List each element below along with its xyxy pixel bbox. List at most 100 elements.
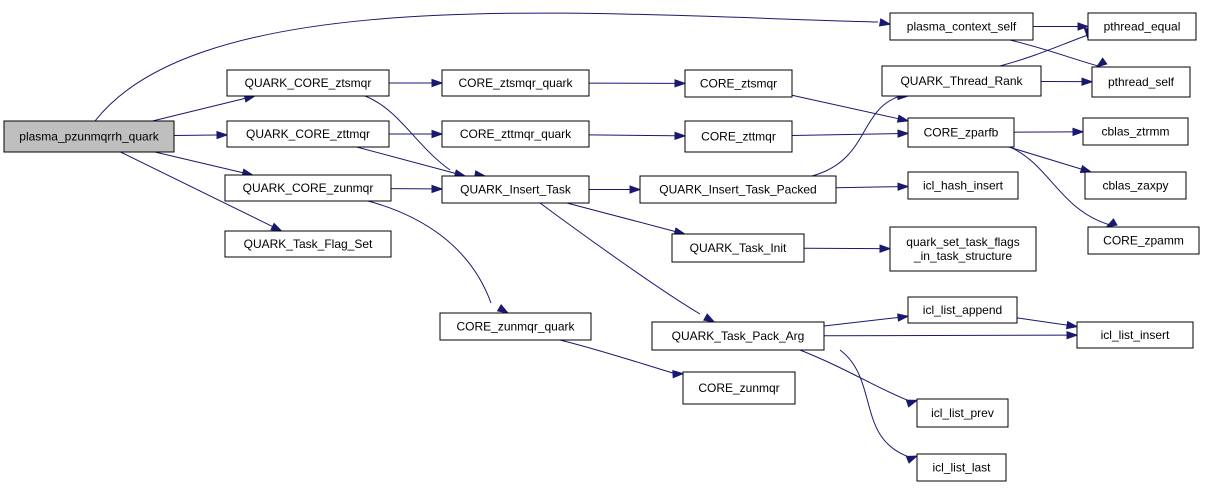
node-box	[671, 233, 805, 263]
node-pthread-equal[interactable]: pthread_equal	[1087, 12, 1197, 41]
edge-core_zttmqr-to-core_zparfb	[791, 129, 910, 138]
edge-root-to-qc_zttmqr	[173, 130, 229, 140]
node-box	[916, 398, 1009, 428]
node-layer: plasma_pzunmqrrh_quarkQUARK_CORE_ztsmqrQ…	[3, 12, 1200, 482]
node-icl-list-insert[interactable]: icl_list_insert	[1076, 321, 1194, 349]
node-core-ztsmqr[interactable]: CORE_ztsmqr	[684, 69, 793, 98]
edge-line	[791, 94, 899, 120]
edge-root-to-ctx_self	[94, 12, 892, 122]
edge-arrowhead	[897, 313, 910, 322]
edge-core_zparfb-to-core_zpamm	[1009, 146, 1118, 228]
edge-line	[94, 12, 879, 122]
node-box	[684, 120, 793, 153]
edge-line	[120, 151, 273, 228]
node-label: quark_set_task_flags	[906, 235, 1019, 249]
edge-arrowhead	[1095, 57, 1108, 68]
node-label: QUARK_Insert_Task_Packed	[659, 183, 816, 197]
node-box	[639, 175, 837, 204]
edge-line	[1008, 146, 1082, 170]
node-label: pthread_self	[1108, 75, 1175, 89]
node-box	[226, 120, 390, 148]
edge-arrowhead	[897, 129, 910, 138]
node-box	[1076, 321, 1194, 349]
node-icl-list-prev[interactable]: icl_list_prev	[916, 398, 1009, 428]
node-pthread-self[interactable]: pthread_self	[1091, 66, 1191, 98]
node-thread-rank[interactable]: QUARK_Thread_Rank	[881, 65, 1042, 97]
node-quark-set-flags[interactable]: quark_set_task_flags_in_task_structure	[889, 226, 1037, 272]
edge-ctx_self-to-pthread_self	[1009, 39, 1108, 68]
node-label: QUARK_CORE_ztsmqr	[245, 76, 372, 90]
edge-line	[367, 200, 492, 304]
edge-arrowhead	[879, 244, 892, 253]
edge-core_zparfb-to-cblas_zaxpy	[1008, 146, 1093, 173]
node-label: CORE_zttmqr_quark	[460, 127, 572, 141]
edge-line	[152, 97, 246, 122]
node-box	[889, 12, 1034, 41]
edge-arrowhead	[672, 369, 685, 379]
node-qc-zttmqr[interactable]: QUARK_CORE_zttmqr	[226, 120, 390, 148]
edge-qc_zttmqr-to-core_zttmqr_quark	[389, 129, 444, 139]
edge-line	[823, 334, 1068, 337]
node-label: CORE_zunmqr_quark	[456, 320, 575, 334]
node-box	[907, 117, 1015, 148]
node-box	[224, 230, 392, 258]
node-task-pack-arg[interactable]: QUARK_Task_Pack_Arg	[651, 321, 825, 351]
edge-thread_rank-to-pthread_self	[1040, 77, 1094, 86]
edge-arrowhead	[905, 455, 919, 464]
node-insert-task-packed[interactable]: QUARK_Insert_Task_Packed	[639, 175, 837, 204]
edge-insert_task-to-insert_task_packed	[589, 185, 642, 194]
node-icl-list-append[interactable]: icl_list_append	[907, 296, 1018, 324]
edge-line	[835, 186, 899, 189]
node-root[interactable]: plasma_pzunmqrrh_quark	[3, 120, 175, 153]
edge-arrowhead	[431, 78, 444, 88]
edge-line	[999, 34, 1089, 67]
node-core-zunmqr[interactable]: CORE_zunmqr	[682, 371, 796, 405]
node-cblas-ztrmm[interactable]: cblas_ztrmm	[1082, 117, 1189, 146]
edge-arrowhead	[431, 184, 444, 194]
node-box	[439, 312, 592, 341]
edge-task_pack_arg-to-icl_list_append	[823, 313, 910, 327]
edge-root-to-qc_ztsmqr	[152, 94, 257, 122]
node-ctx-self[interactable]: plasma_context_self	[889, 12, 1034, 41]
node-box	[889, 226, 1037, 272]
edge-line	[811, 95, 901, 177]
node-icl-hash-insert[interactable]: icl_hash_insert	[907, 171, 1019, 200]
edge-line	[799, 349, 913, 403]
node-box	[441, 69, 590, 97]
node-label: icl_list_last	[932, 461, 991, 475]
node-core-zttmqr-quark[interactable]: CORE_zttmqr_quark	[441, 120, 590, 148]
node-task-flag-set[interactable]: QUARK_Task_Flag_Set	[224, 230, 392, 258]
node-task-init[interactable]: QUARK_Task_Init	[671, 233, 805, 263]
edge-qc_zunmqr-to-insert_task	[390, 184, 444, 194]
node-box	[1084, 171, 1187, 200]
node-box	[881, 65, 1042, 97]
node-core-zttmqr[interactable]: CORE_zttmqr	[684, 120, 793, 153]
node-cblas-zaxpy[interactable]: cblas_zaxpy	[1084, 171, 1187, 200]
node-qc-ztsmqr[interactable]: QUARK_CORE_ztsmqr	[226, 69, 390, 97]
node-box	[224, 174, 392, 202]
edge-task_pack_arg-to-icl_list_insert	[823, 330, 1079, 340]
edge-arrowhead	[703, 313, 716, 323]
node-label: icl_hash_insert	[923, 179, 1004, 193]
edge-icl_list_append-to-icl_list_insert	[1016, 317, 1079, 330]
edge-arrowhead	[270, 222, 283, 232]
edge-line	[1009, 146, 1111, 226]
edge-line	[791, 133, 899, 137]
node-label: QUARK_Thread_Rank	[900, 74, 1023, 88]
node-core-zunmqr-quark[interactable]: CORE_zunmqr_quark	[439, 312, 592, 341]
node-core-zparfb[interactable]: CORE_zparfb	[907, 117, 1015, 148]
edge-arrowhead	[1072, 127, 1085, 137]
edge-line	[1016, 317, 1068, 326]
edge-task_pack_arg-to-icl_list_last	[839, 349, 919, 464]
node-box	[3, 120, 175, 153]
node-core-ztsmqr-quark[interactable]: CORE_ztsmqr_quark	[441, 69, 590, 97]
node-label: QUARK_Task_Pack_Arg	[672, 329, 805, 343]
edge-line	[154, 151, 244, 174]
node-core-zpamm[interactable]: CORE_zpamm	[1087, 226, 1200, 255]
edge-line	[566, 202, 676, 232]
node-icl-list-last[interactable]: icl_list_last	[916, 453, 1007, 482]
node-label: QUARK_Task_Init	[690, 241, 787, 255]
node-qc-zunmqr[interactable]: QUARK_CORE_zunmqr	[224, 174, 392, 202]
node-insert-task[interactable]: QUARK_Insert_Task	[441, 175, 590, 204]
